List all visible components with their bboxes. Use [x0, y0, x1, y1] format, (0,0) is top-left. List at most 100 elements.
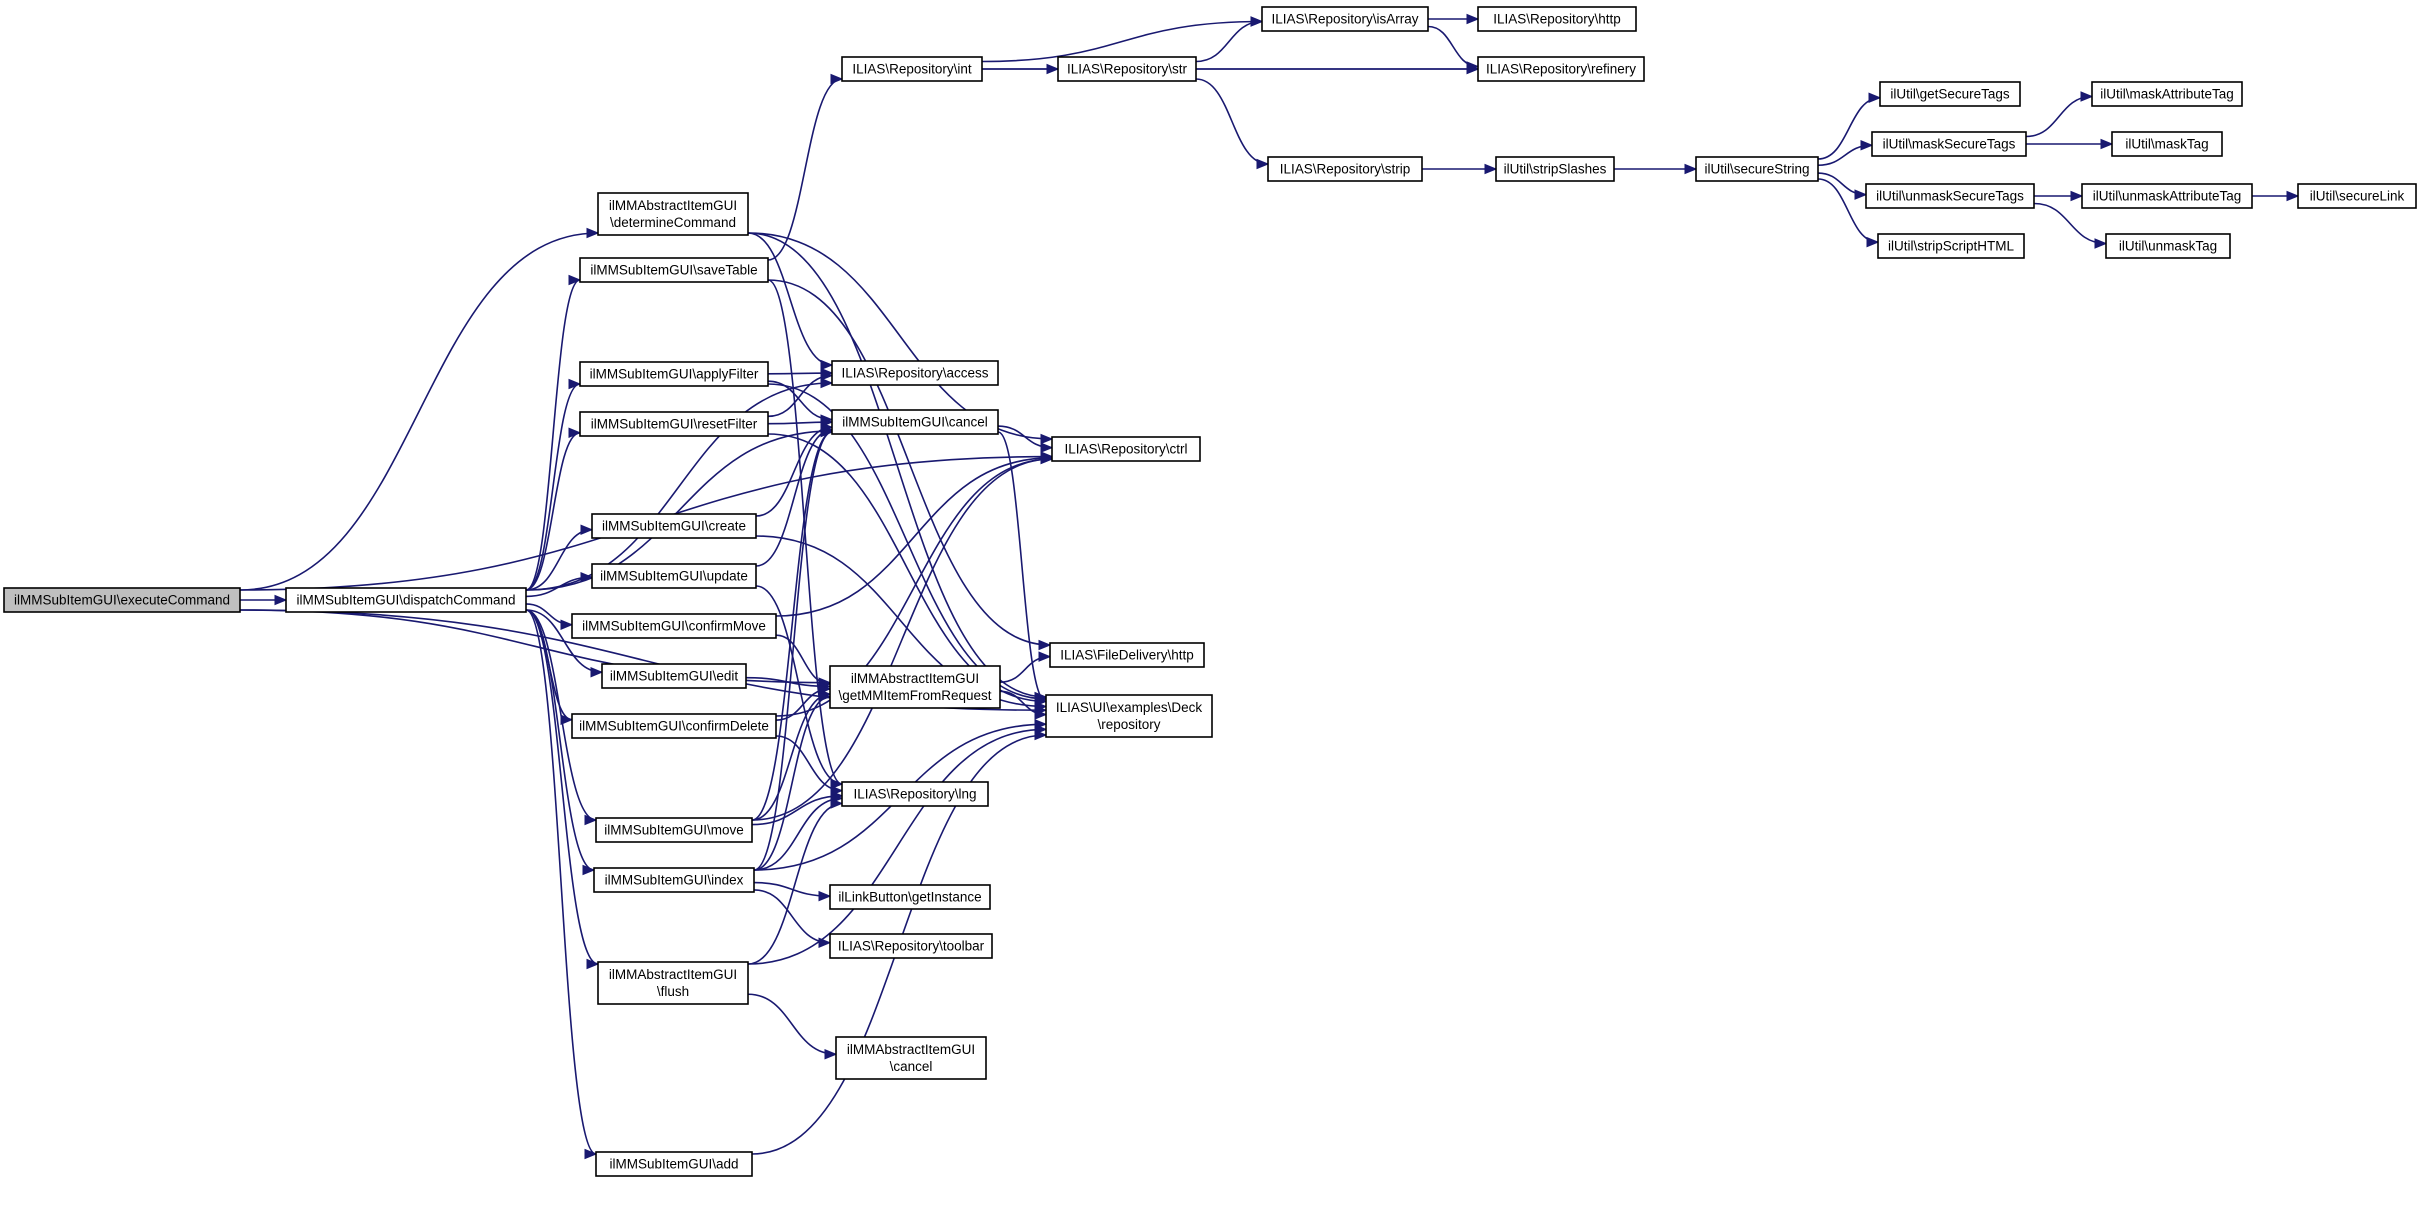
node-label-absCancel-0: ilMMAbstractItemGUI	[847, 1042, 975, 1057]
node-index[interactable]: ilMMSubItemGUI\index	[593, 867, 755, 893]
node-confirmDelete[interactable]: ilMMSubItemGUI\confirmDelete	[571, 713, 777, 739]
arrowhead-flush-to-repoLng	[830, 798, 844, 809]
node-box-secureString	[1695, 156, 1819, 182]
node-maskAttr[interactable]: ilUtil\maskAttributeTag	[2091, 81, 2243, 107]
arrowhead-determine-to-repoAccess	[820, 359, 834, 371]
arrowhead-isArray-to-repoHttp	[1466, 13, 1480, 25]
node-saveTable[interactable]: ilMMSubItemGUI\saveTable	[579, 257, 769, 283]
node-box-repoHttp	[1477, 6, 1637, 32]
node-box-maskAttr	[2091, 81, 2243, 107]
node-add[interactable]: ilMMSubItemGUI\add	[595, 1151, 753, 1177]
edge-update-to-subCancel	[755, 428, 833, 567]
node-maskSecureTags[interactable]: ilUtil\maskSecureTags	[1871, 131, 2027, 157]
node-label-linkButton: ilLinkButton\getInstance	[838, 890, 981, 905]
arrowhead-getItem-to-fdHttp	[1038, 651, 1052, 662]
node-label-repoInt: ILIAS\Repository\int	[852, 62, 972, 77]
edge-dispatch-to-flush	[525, 609, 599, 965]
edge-move-to-subCancel	[751, 431, 833, 821]
node-label-getItem-1: \getMMItemFromRequest	[838, 688, 991, 703]
arrowhead-unmaskAttr-to-secureLink	[2286, 190, 2300, 202]
node-label-subCancel: ilMMSubItemGUI\cancel	[842, 415, 988, 430]
node-repoCtrl[interactable]: ILIAS\Repository\ctrl	[1051, 436, 1201, 462]
edge-dispatch-to-add	[525, 609, 597, 1155]
node-box-absCancel	[835, 1036, 987, 1080]
node-unmaskTag[interactable]: ilUtil\unmaskTag	[2105, 233, 2231, 259]
node-repoStr[interactable]: ILIAS\Repository\str	[1057, 56, 1197, 82]
node-maskTag[interactable]: ilUtil\maskTag	[2111, 131, 2223, 157]
node-getSecureTags[interactable]: ilUtil\getSecureTags	[1879, 81, 2021, 107]
node-box-stripScript	[1877, 233, 2025, 259]
node-stripSlashes[interactable]: ilUtil\stripSlashes	[1495, 156, 1615, 182]
node-repoLng[interactable]: ILIAS\Repository\lng	[841, 781, 989, 807]
node-box-flush	[597, 961, 749, 1005]
node-box-confirmDelete	[571, 713, 777, 739]
edge-index-to-subCancel	[753, 431, 833, 871]
arrowhead-dispatch-to-move	[584, 814, 598, 826]
node-root[interactable]: ilMMSubItemGUI\executeCommand	[3, 587, 241, 613]
node-label-repoLng: ILIAS\Repository\lng	[853, 787, 976, 802]
node-linkButton[interactable]: ilLinkButton\getInstance	[829, 884, 991, 910]
arrowhead-dispatch-to-resetFilter	[568, 427, 582, 439]
node-repoAccess[interactable]: ILIAS\Repository\access	[831, 360, 999, 386]
node-box-add	[595, 1151, 753, 1177]
node-box-repoStrip	[1267, 156, 1423, 182]
node-create[interactable]: ilMMSubItemGUI\create	[591, 513, 757, 539]
edge-confirmDelete-to-repoCtrl	[775, 458, 1053, 717]
node-resetFilter[interactable]: ilMMSubItemGUI\resetFilter	[579, 411, 769, 437]
arrowhead-saveTable-to-repoInt	[830, 73, 844, 85]
node-label-flush-1: \flush	[657, 984, 689, 999]
node-unmaskSecureTags[interactable]: ilUtil\unmaskSecureTags	[1865, 183, 2035, 209]
node-fdHttp[interactable]: ILIAS\FileDelivery\http	[1049, 642, 1205, 668]
node-update[interactable]: ilMMSubItemGUI\update	[591, 563, 757, 589]
arrowhead-unmaskSecureTags-to-unmaskTag	[2094, 238, 2108, 249]
edge-secureString-to-getSecureTags	[1817, 96, 1881, 160]
node-box-update	[591, 563, 757, 589]
arrowhead-root-to-dispatch	[274, 594, 288, 606]
node-box-create	[591, 513, 757, 539]
edge-root-to-determine	[239, 232, 599, 591]
edge-index-to-getItem	[753, 695, 831, 871]
node-refinery[interactable]: ILIAS\Repository\refinery	[1477, 56, 1645, 82]
node-repoHttp[interactable]: ILIAS\Repository\http	[1477, 6, 1637, 32]
arrowhead-dispatch-to-index	[582, 864, 596, 876]
node-repoInt[interactable]: ILIAS\Repository\int	[841, 56, 983, 82]
node-box-repoLng	[841, 781, 989, 807]
edges-layer	[239, 13, 2300, 1160]
node-flush[interactable]: ilMMAbstractItemGUI\flush	[597, 961, 749, 1005]
node-stripScript[interactable]: ilUtil\stripScriptHTML	[1877, 233, 2025, 259]
node-secureLink[interactable]: ilUtil\secureLink	[2297, 183, 2417, 209]
arrowhead-secureString-to-stripScript	[1866, 236, 1880, 248]
node-box-linkButton	[829, 884, 991, 910]
node-absCancel[interactable]: ilMMAbstractItemGUI\cancel	[835, 1036, 987, 1080]
node-getItem[interactable]: ilMMAbstractItemGUI\getMMItemFromRequest	[829, 665, 1001, 709]
node-box-applyFilter	[579, 361, 769, 387]
node-determine[interactable]: ilMMAbstractItemGUI\determineCommand	[597, 192, 749, 236]
edge-flush-to-deck	[747, 728, 1047, 965]
edge-repoStr-to-repoStrip	[1195, 78, 1269, 165]
node-label-add: ilMMSubItemGUI\add	[609, 1157, 738, 1172]
node-secureString[interactable]: ilUtil\secureString	[1695, 156, 1819, 182]
node-edit[interactable]: ilMMSubItemGUI\edit	[601, 663, 747, 689]
node-subCancel[interactable]: ilMMSubItemGUI\cancel	[831, 409, 999, 435]
node-box-unmaskSecureTags	[1865, 183, 2035, 209]
node-label-repoCtrl: ILIAS\Repository\ctrl	[1064, 442, 1187, 457]
node-isArray[interactable]: ILIAS\Repository\isArray	[1261, 6, 1429, 32]
node-confirmMove[interactable]: ilMMSubItemGUI\confirmMove	[571, 613, 777, 639]
arrowhead-add-to-deck	[1034, 729, 1048, 741]
node-label-isArray: ILIAS\Repository\isArray	[1271, 12, 1418, 27]
node-move[interactable]: ilMMSubItemGUI\move	[595, 817, 753, 843]
arrowhead-subCancel-to-repoCtrl	[1040, 442, 1054, 453]
node-repoStrip[interactable]: ILIAS\Repository\strip	[1267, 156, 1423, 182]
edge-index-to-repoLng	[753, 797, 843, 871]
arrowhead-flush-to-absCancel	[824, 1049, 838, 1060]
node-dispatch[interactable]: ilMMSubItemGUI\dispatchCommand	[285, 587, 527, 613]
node-applyFilter[interactable]: ilMMSubItemGUI\applyFilter	[579, 361, 769, 387]
node-box-unmaskAttr	[2081, 183, 2253, 209]
node-deck[interactable]: ILIAS\UI\examples\Deck\repository	[1045, 694, 1213, 738]
edge-dispatch-to-repoAccess	[525, 382, 833, 591]
edge-getItem-to-fdHttp	[999, 655, 1051, 683]
node-toolbar[interactable]: ILIAS\Repository\toolbar	[829, 933, 993, 959]
node-label-repoHttp: ILIAS\Repository\http	[1493, 12, 1621, 27]
node-unmaskAttr[interactable]: ilUtil\unmaskAttributeTag	[2081, 183, 2253, 209]
edge-flush-to-absCancel	[747, 993, 837, 1056]
